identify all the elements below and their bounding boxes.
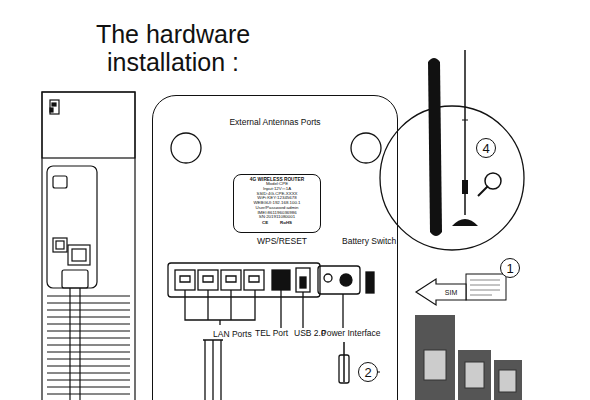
- node-text: CE: [262, 221, 268, 226]
- node-text: External Antennas Ports: [153, 117, 397, 127]
- node-text: RoHS: [280, 221, 292, 226]
- node-text: 1: [506, 261, 513, 276]
- router-parts: [168, 133, 381, 400]
- callout-number: 1: [500, 258, 520, 278]
- callout-number: 2: [358, 362, 378, 382]
- computer-tower: [42, 92, 135, 400]
- router-housing: External Antennas Ports 4G WIRELESS ROUTE…: [152, 95, 398, 400]
- antennas: [380, 50, 524, 250]
- node-text: SN:201911080001: [237, 215, 317, 220]
- part-label: USB 2.0: [294, 328, 326, 338]
- part-label: LAN Ports: [213, 329, 252, 339]
- part-label: Battery Switch: [342, 236, 396, 246]
- node-text: SIM: [445, 289, 457, 296]
- part-label: TEL Port: [255, 328, 288, 338]
- router-label: 4G WIRELESS ROUTERModel:CPEInput:12V⎓1AS…: [233, 174, 321, 233]
- part-label: WPS/RESET: [257, 236, 307, 246]
- part-label: Power Interface: [321, 328, 381, 338]
- sim-cards: [415, 274, 522, 400]
- sim-arrow: SIM: [436, 285, 466, 299]
- node-text: 2: [364, 365, 371, 380]
- node-text: 4: [482, 141, 489, 156]
- sim-arrow: [416, 279, 466, 305]
- callout-number: 4: [476, 138, 496, 158]
- title: The hardware installation :: [82, 20, 264, 76]
